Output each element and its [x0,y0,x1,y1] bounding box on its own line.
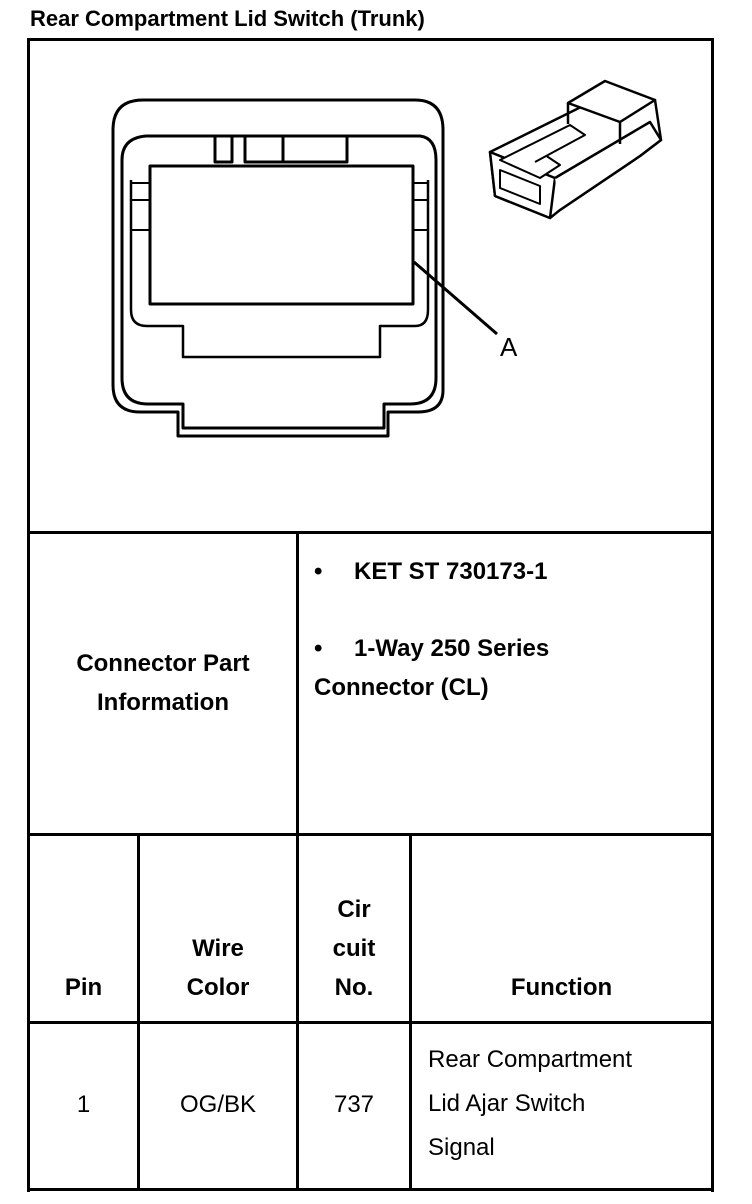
header-wire-color: Wire Color [186,935,250,1001]
connector-face-cavity [129,180,430,359]
table-border-bottom [27,1188,714,1191]
connector-face-inner-shell [120,134,438,430]
cell-circuit-no: 737 [333,1091,375,1118]
bullet-icon: • [314,635,323,662]
table-border-top [27,38,714,41]
connector-type-line1: 1-Way 250 Series [354,635,550,662]
cell-wire-color: OG/BK [179,1091,257,1118]
table-border-left [27,38,30,1192]
callout-label-a: A [500,332,518,362]
header-function: Function [510,974,613,1001]
connector-face-outer [111,98,445,438]
col-divider-circuit [409,833,412,1190]
bullet-icon: • [314,558,323,585]
connector-3d-view [488,79,663,220]
cell-pin: 1 [76,1091,91,1118]
row-divider-header [27,1021,714,1024]
list-item: • KET ST 730173-1 [314,552,704,591]
table-border-right [711,38,714,1192]
row-divider-diagram [27,531,714,534]
connector-type-line2: Connector (CL) [314,674,489,701]
callout-leader-line [413,260,498,336]
connector-part-info-list: • KET ST 730173-1 • 1-Way 250 Series Conne… [314,552,704,745]
cell-function: Rear Compartment Lid Ajar Switch Signal [428,1046,633,1161]
row-divider-info [27,833,714,836]
part-number: KET ST 730173-1 [354,558,548,585]
header-circuit-no: Cir cuit No. [332,896,376,1001]
col-divider-info [296,531,299,835]
info-label-line2: Information [96,689,229,716]
header-pin: Pin [64,974,103,1001]
info-label-line1: Connector Part [76,650,250,677]
col-divider-pin [137,833,140,1190]
col-divider-wire [296,833,299,1190]
connector-side-rails [131,182,428,231]
connector-diagram: A [111,79,663,438]
page-title: Rear Compartment Lid Switch (Trunk) [30,6,425,31]
list-item: • 1-Way 250 Series Connector (CL) [314,629,704,707]
connector-latch [213,136,349,164]
terminal-cavity-a [148,164,415,306]
connector-part-info-label: Connector Part Information [28,532,298,834]
